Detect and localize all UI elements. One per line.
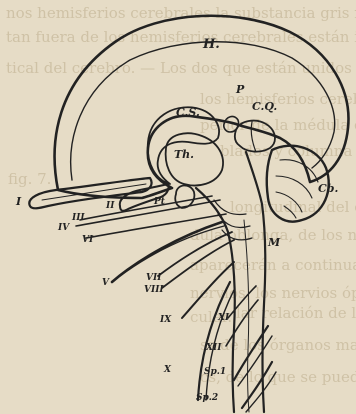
label-nerve-i: I (15, 195, 22, 208)
bg-line: los hemisferios cerebrales, (fig. 7) don… (200, 90, 356, 108)
label-nerve-xi: XI (217, 313, 230, 323)
background-text: nos hemisferios cerebrales la substancia… (6, 4, 356, 386)
label-corpora-quadrigemina: C.Q. (252, 100, 277, 113)
label-nerve-iv: IV (57, 223, 70, 233)
label-cerebellum: Cb. (318, 182, 338, 195)
bg-line: fig. 7. (8, 170, 51, 188)
label-nerve-viii: VIII (144, 285, 164, 295)
label-medulla: M (267, 236, 281, 249)
pituitary (175, 185, 194, 208)
label-nerve-v: V (102, 278, 110, 288)
bg-line: tan fuera de los hemisferios cerebrales … (6, 28, 356, 46)
label-pituitary: Pt (153, 197, 166, 207)
bg-line: tical del cerebro. — Los dos que están u… (6, 59, 356, 77)
label-spinal-2: Sp.2 (196, 393, 218, 403)
label-hemisphere: H. (202, 37, 220, 52)
label-spinal-1: Sp.1 (204, 367, 226, 377)
nerve-iv (76, 200, 220, 226)
label-thalamus: Th. (174, 148, 194, 161)
bg-line: ss de los órganos mandos en la R. (200, 336, 356, 354)
bg-line: lar relación de los nervios con la médul… (236, 304, 356, 322)
label-nerve-ix: IX (159, 315, 172, 325)
bg-line: nos hemisferios cerebrales la substancia… (6, 4, 356, 22)
label-nerve-iii: III (71, 213, 85, 223)
label-nerve-x: X (163, 365, 172, 375)
nerve-iii (80, 196, 212, 220)
label-nerve-ii: II (105, 201, 115, 211)
bg-line: aparecerán a continuación respectivament… (190, 256, 356, 274)
label-nerve-vi: VI (82, 235, 94, 245)
label-corpus-striatum: C.S. (176, 106, 200, 119)
label-nerve-vii: VII (146, 273, 162, 283)
label-nerve-xii: XII (205, 343, 222, 353)
label-pineal: P (235, 83, 245, 96)
bg-line: nervios, los nervios ópticos y los (190, 284, 356, 302)
